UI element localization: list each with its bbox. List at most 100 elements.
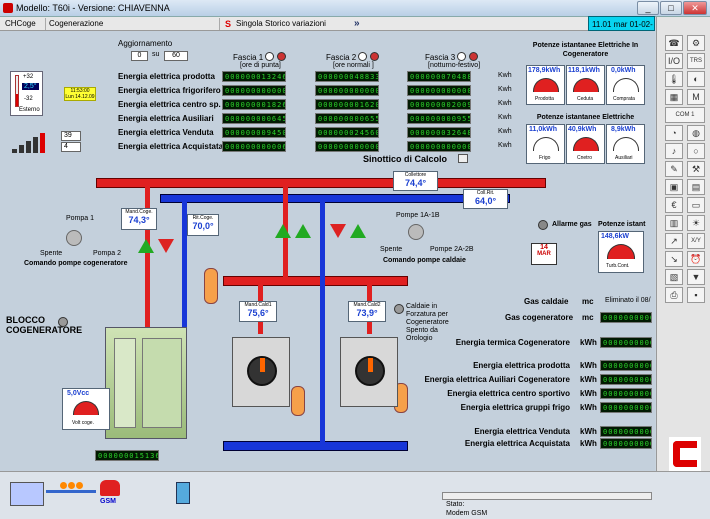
gauge-value: 0,0kWh <box>611 67 636 74</box>
xy-icon[interactable]: X/Y <box>687 233 705 249</box>
mandcoge-value: 74,3° <box>128 215 150 225</box>
blue-mid-pipe <box>320 202 325 447</box>
close-button[interactable]: ✕ <box>683 1 707 15</box>
mobile-icon <box>176 482 190 504</box>
row-unit: kWh <box>580 389 597 398</box>
energy-row: Energia elettrica prodotta 000000013246 … <box>110 71 512 84</box>
calendar-day: 14 <box>540 244 548 251</box>
row-label: Energia elettrica centro sportivo <box>447 389 570 398</box>
clock-icon[interactable]: ◔ <box>665 125 683 141</box>
row-unit: kWh <box>580 403 597 412</box>
pompa1-label: Pompa 1 <box>66 215 95 222</box>
cald1-box: Mand.Cald1 75,6° <box>239 301 277 322</box>
pump-icon[interactable]: ◐ <box>687 71 705 87</box>
ring-icon[interactable]: ○ <box>687 143 705 159</box>
cogenerator-cabinet[interactable] <box>105 327 187 439</box>
blocco-indicator-icon[interactable] <box>58 317 68 327</box>
doc-icon[interactable]: ▭ <box>687 197 705 213</box>
collrit-label: Coll.Rit. <box>476 190 495 196</box>
power-gauge-frigo: 11,0kWh Frigo <box>526 124 565 164</box>
clock-icon <box>358 52 367 61</box>
sinottico-button[interactable] <box>458 154 468 163</box>
fascia3-sub: [notturno-festivo] <box>428 62 481 69</box>
gauge-value: 11,0kWh <box>529 126 558 133</box>
row-value-f1: 000000000006 <box>222 141 286 152</box>
gas-caldaie-unit: mc <box>582 297 594 306</box>
ritcoge-value: 70,0° <box>192 221 214 231</box>
fascia2-label: Fascia 2 <box>326 53 357 62</box>
tools-icon[interactable]: ⚙ <box>687 35 705 51</box>
tab-storico[interactable]: Storico variazioni <box>265 19 326 28</box>
save-icon[interactable]: ▪ <box>687 287 705 303</box>
expand-icon[interactable]: » <box>354 18 360 29</box>
boiler-pump-selector-knob[interactable] <box>408 224 424 240</box>
tab-singola[interactable]: Singola <box>236 19 263 28</box>
globe-icon[interactable]: ◍ <box>687 125 705 141</box>
alarm-icon[interactable]: ♪ <box>665 143 683 159</box>
pump-cald-1-icon[interactable] <box>275 224 319 240</box>
note-icon[interactable]: ▤ <box>687 179 705 195</box>
calendar-month: MAR <box>537 251 551 257</box>
potenze-istant-label: Potenze istant <box>598 221 646 228</box>
row-unit: Kwh <box>498 114 512 121</box>
gauge-label: Ausiliari <box>615 155 633 161</box>
tab-cogenerazione[interactable]: Cogenerazione <box>46 18 220 30</box>
mandcoge-box: Mand.Coge. 74,3° <box>121 208 157 230</box>
energy-row: Energia elettrica frigorifero 0000000000… <box>110 85 512 98</box>
row-value: 000000000000 <box>600 388 652 399</box>
gsm-phone-icon[interactable] <box>100 480 120 496</box>
pump-cald-2-icon[interactable] <box>330 224 374 240</box>
minimize-button[interactable]: _ <box>637 1 659 15</box>
pump-coge-icon[interactable] <box>138 239 178 255</box>
agg-total[interactable]: 60 <box>164 51 188 61</box>
boiler-2[interactable] <box>340 337 398 407</box>
calendar-icon[interactable]: 14 MAR <box>531 243 557 265</box>
clock-icon <box>457 52 466 61</box>
trend-icon[interactable]: ↘ <box>665 251 683 267</box>
euro-icon[interactable]: € <box>665 197 683 213</box>
phone-icon[interactable]: ☎ <box>665 35 683 51</box>
row-value: 000000000000 <box>600 438 652 449</box>
energy-row: Energia elettrica centro sp. 00000000182… <box>110 99 512 112</box>
temp-label: Esterno <box>19 107 40 113</box>
edit-icon[interactable]: ✎ <box>665 161 683 177</box>
boiler-1[interactable] <box>232 337 290 407</box>
gas-caldaie-label: Gas caldaie <box>524 297 569 306</box>
fascia1-indicator-icon <box>277 52 286 61</box>
graph-icon[interactable]: M <box>687 89 705 105</box>
tool-icon[interactable]: ⚒ <box>687 161 705 177</box>
gauge-value: 178,9kWh <box>528 67 561 74</box>
bulb-icon[interactable]: ☀ <box>687 215 705 231</box>
gauge-label: Prodotta <box>535 96 554 102</box>
io-icon[interactable]: I/O <box>665 53 683 69</box>
print-icon[interactable]: ⎙ <box>665 287 683 303</box>
com-port-icon[interactable]: COM 1 <box>665 107 705 123</box>
trs-icon[interactable]: TRS <box>687 53 705 69</box>
gas-coge-value: 000000000000 <box>600 312 652 323</box>
energy-row: Energia elettrica Venduta 000000009450 0… <box>110 127 512 140</box>
signal-value1: 39 <box>61 131 81 141</box>
thermo-icon[interactable]: 🌡 <box>665 71 683 87</box>
alarm-clock-icon[interactable]: ⏰ <box>687 251 705 267</box>
pump-selector-knob[interactable] <box>66 230 82 246</box>
line-chart-icon[interactable]: ↗ <box>665 233 683 249</box>
display-icon[interactable]: ▣ <box>665 179 683 195</box>
filter-icon[interactable]: ▼ <box>687 269 705 285</box>
red-riser-pipe <box>145 187 150 337</box>
row-label: Energia elettrica prodotta <box>118 72 215 81</box>
row-value-f2: 000000000000 <box>315 85 379 96</box>
row-label: Energia elettrica gruppi frigo <box>460 403 570 412</box>
gauge-label: Comprata <box>613 96 635 102</box>
tab-chcoge[interactable]: CHCoge <box>2 18 46 30</box>
right-energy-table: Energia termica Cogeneratore kWh 0000000… <box>400 336 655 466</box>
allarme-label: Allarme gas <box>552 221 592 228</box>
brand-logo-icon <box>669 437 701 471</box>
bar-chart-icon[interactable]: ▥ <box>665 215 683 231</box>
agg-value[interactable]: 0 <box>131 51 148 61</box>
red-boiler-pipe <box>223 276 408 286</box>
maximize-button[interactable]: □ <box>660 1 682 15</box>
chart-icon[interactable]: ▦ <box>665 89 683 105</box>
image-icon[interactable]: ▧ <box>665 269 683 285</box>
row-label: Energia elettrica Venduta <box>118 128 214 137</box>
power-gauge-cnetro: 40,9kWh Cnetro <box>566 124 605 164</box>
